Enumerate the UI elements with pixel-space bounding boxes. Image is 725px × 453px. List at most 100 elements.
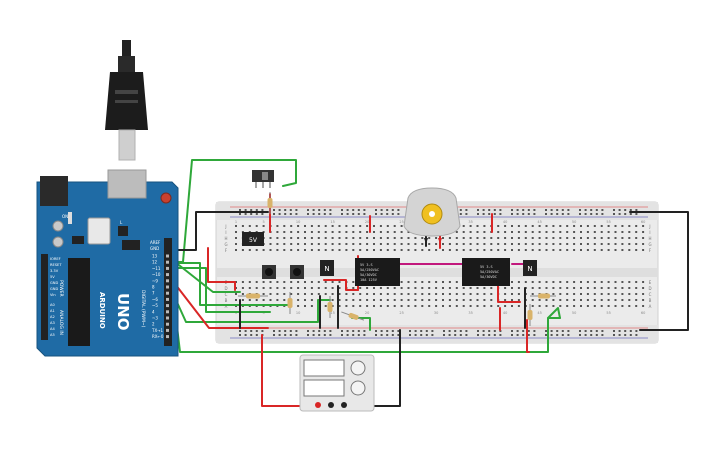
digital-pin[interactable] [166, 316, 169, 320]
resistor-2 [238, 293, 268, 299]
resistor-3 [287, 292, 293, 314]
relay-1-line-4: 10A 125V [360, 278, 378, 282]
pushbutton-1[interactable] [262, 265, 276, 279]
column-number: 60 [641, 311, 645, 315]
row-letter: D [224, 286, 227, 291]
transistor-1[interactable]: N [320, 260, 334, 276]
digital-pin-label: ~11 [152, 266, 161, 271]
power-pin-label: Vin [50, 293, 56, 297]
resistors[interactable] [238, 192, 556, 326]
row-letter: B [225, 298, 228, 303]
digital-pin[interactable] [166, 260, 169, 264]
digital-pin-label: 8 [152, 285, 155, 290]
voltage-regulator[interactable]: 5V [242, 232, 264, 246]
pushbutton-2[interactable] [290, 265, 304, 279]
digital-pin[interactable] [166, 322, 169, 326]
wire-psu-red2 [526, 319, 530, 353]
dc-motor[interactable] [403, 187, 461, 244]
arduino-uno[interactable]: ARDUINO UNO DIGITAL (PWM~) POWER ANALOG … [36, 169, 179, 357]
column-number: 20 [365, 220, 369, 224]
relay-2-line-1: 5V 3-S [480, 265, 493, 269]
column-number: 50 [572, 311, 576, 315]
power-pin-label: RESET [50, 263, 62, 267]
relay-1-line-2: 5A/250VAC [360, 268, 379, 272]
digital-pin-label: 4 [152, 309, 155, 314]
regulator-label: 5V [249, 237, 258, 244]
relay-1[interactable]: 5V 3-S 5A/250VAC 5A/30VDC 10A 125V [355, 258, 400, 286]
usb-cable [105, 40, 148, 161]
wire-green-1 [169, 257, 241, 293]
digital-pin[interactable] [166, 279, 169, 283]
aref-label: AREF [150, 240, 161, 245]
row-letter: F [225, 248, 228, 253]
digital-pin-label: ~9 [152, 278, 158, 283]
digital-label: DIGITAL (PWM~) [140, 290, 146, 328]
power-analog-header[interactable] [41, 254, 48, 340]
digital-pin[interactable] [166, 273, 169, 277]
analog-pin-label: A3 [50, 321, 55, 325]
analog-pin-label: A1 [50, 309, 55, 313]
power-pin-label: 3.3V [50, 269, 59, 273]
l-label: L [120, 220, 123, 225]
digital-header-pins[interactable] [166, 254, 169, 339]
digital-pin[interactable] [166, 310, 169, 314]
column-number: 45 [537, 220, 541, 224]
row-letter: C [225, 292, 228, 297]
relay-2[interactable]: 5V 3-S 5A/250VAC 5A/30VDC [462, 258, 510, 286]
power-pin-label: IOREF [50, 257, 61, 261]
power-pin-label: GND [50, 281, 58, 285]
model-label: UNO [114, 293, 132, 331]
slide-switch[interactable] [252, 170, 274, 188]
digital-pin[interactable] [166, 304, 169, 308]
atmega-chip [68, 258, 90, 346]
digital-pin[interactable] [166, 285, 169, 289]
wire-red-v4 [323, 279, 359, 291]
column-number: 25 [399, 220, 403, 224]
reset-button[interactable] [160, 192, 172, 204]
digital-pin-label: ~3 [152, 316, 158, 321]
column-number: 1 [235, 220, 237, 224]
analog-pin-label: A2 [50, 315, 55, 319]
resistor-6 [527, 304, 533, 326]
wire-red-v5 [497, 284, 521, 303]
digital-pin-label: 13 [152, 254, 158, 259]
transistor-2[interactable]: N [523, 260, 537, 276]
row-letter: J [648, 224, 650, 229]
resistor-7 [530, 293, 556, 299]
resistor-1 [267, 192, 273, 214]
analog-pin-label: A4 [50, 327, 55, 331]
digital-pin[interactable] [166, 328, 169, 332]
digital-pin-label: 7 [152, 291, 155, 296]
digital-pin[interactable] [166, 254, 169, 258]
crystal [87, 217, 111, 245]
row-letter: E [649, 280, 652, 285]
digital-pin[interactable] [166, 291, 169, 295]
row-letter: B [649, 298, 652, 303]
column-number: 55 [606, 220, 610, 224]
analog-pin-label: A5 [50, 333, 55, 337]
row-letter: A [649, 304, 652, 309]
digital-pin[interactable] [166, 335, 169, 339]
digital-pin-label: 12 [152, 260, 158, 265]
row-letter: D [648, 286, 651, 291]
wire-black-right-loop [629, 211, 689, 331]
digital-pin[interactable] [166, 297, 169, 301]
relay-1-line-1: 5V 3-S [360, 263, 373, 267]
power-supply[interactable] [299, 354, 375, 412]
row-letter: I [225, 230, 226, 235]
column-number: 5 [262, 220, 264, 224]
column-number: 50 [572, 220, 576, 224]
row-letter: J [224, 224, 226, 229]
digital-pin[interactable] [166, 266, 169, 270]
column-number: 60 [641, 220, 645, 224]
row-letter: I [649, 230, 650, 235]
wire-green-3 [169, 267, 271, 313]
analog-header-label: ANALOG IN [58, 310, 64, 335]
relay-2-line-3: 5A/30VDC [480, 275, 497, 279]
row-letter: G [648, 242, 651, 247]
analog-pin-label: A0 [50, 303, 55, 307]
